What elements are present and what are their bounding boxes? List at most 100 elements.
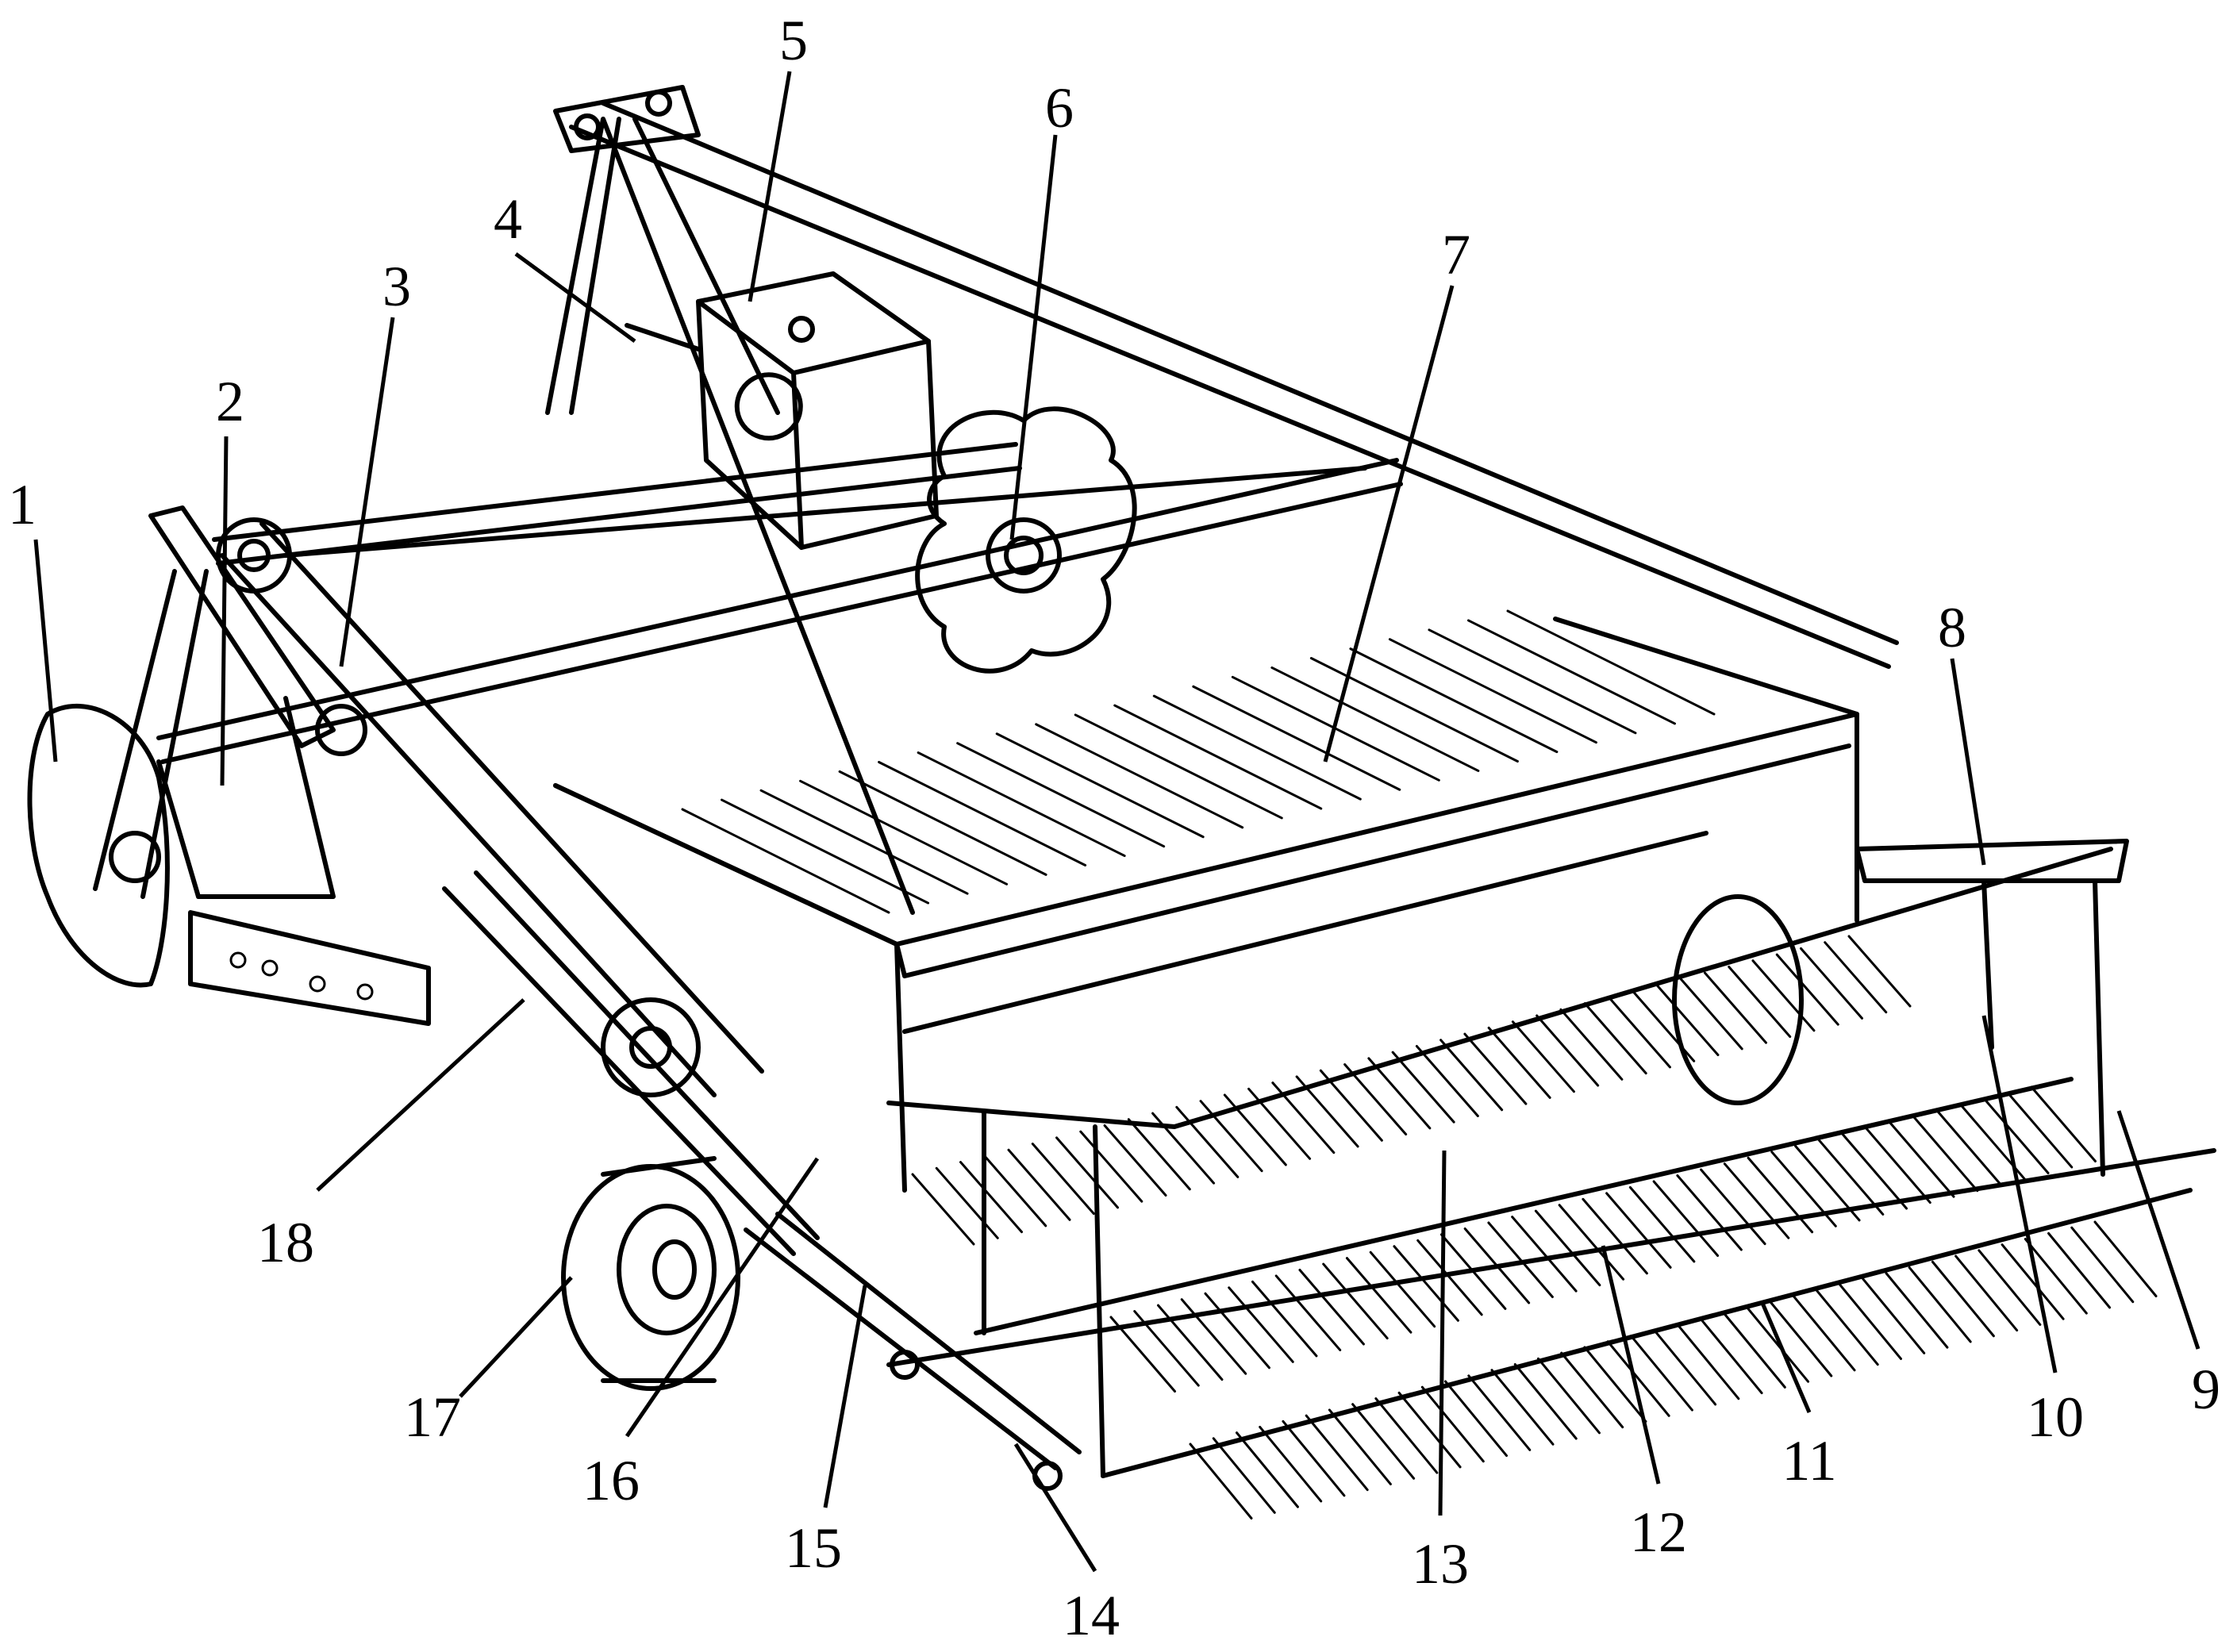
rake-tine	[1328, 1408, 1392, 1485]
rake-tine	[2047, 1231, 2112, 1309]
rake-tine	[2070, 1226, 2135, 1304]
rake-tine	[2006, 1091, 2074, 1169]
rake-tine	[1420, 1385, 1485, 1463]
rake-tine	[1415, 1044, 1479, 1117]
rake-tine	[1463, 1227, 1531, 1304]
machine-drawing	[27, 85, 2216, 1519]
callout-11: 11	[1782, 1429, 1836, 1493]
callout-16: 16	[582, 1449, 640, 1512]
rake-tine	[2093, 1220, 2158, 1297]
rake-tine	[1439, 1233, 1507, 1310]
rake-tine	[1274, 1274, 1342, 1351]
rake-tine	[1180, 1298, 1247, 1375]
grate-bar	[1074, 713, 1283, 820]
callout-15: 15	[785, 1516, 842, 1580]
rake-tine	[1212, 1437, 1276, 1514]
rake-tine	[1369, 1251, 1436, 1328]
rake-tine	[1912, 1115, 1979, 1193]
rake-tine	[1467, 1374, 1532, 1451]
rake-tine	[1397, 1391, 1462, 1469]
sprocket	[915, 406, 1137, 674]
rake-tine	[1838, 1283, 1902, 1360]
rake-tine	[1374, 1397, 1439, 1474]
grate-bar	[1192, 685, 1401, 791]
rake-tine	[1679, 978, 1743, 1051]
rake-tines	[911, 935, 2158, 1519]
rake-tine	[1559, 1008, 1624, 1081]
rake-tine	[1127, 1118, 1191, 1191]
rake-tine	[1824, 941, 1888, 1014]
rake-tine	[1259, 1425, 1323, 1503]
callout-12: 12	[1630, 1500, 1687, 1564]
hitch-frame	[545, 85, 1899, 915]
grate-bar	[956, 742, 1166, 848]
rake-tine	[1983, 1097, 2050, 1174]
rake-tine	[1794, 1144, 1861, 1222]
rake-tine	[1536, 1357, 1601, 1435]
grate-bar	[1349, 647, 1559, 754]
rake-tine	[1792, 1294, 1856, 1372]
callout-7: 7	[1442, 223, 1470, 286]
rake-tine	[1490, 1369, 1555, 1446]
rake-tine	[1536, 1014, 1600, 1087]
rake-tine	[1223, 1093, 1287, 1166]
rake-tine	[1653, 1328, 1717, 1406]
rake-tine	[1513, 1362, 1578, 1440]
callout-10: 10	[2027, 1385, 2084, 1449]
rake-tine	[1175, 1105, 1240, 1178]
callout-9: 9	[2192, 1358, 2220, 1421]
rake-tine	[1295, 1075, 1359, 1148]
rake-tine	[1251, 1280, 1318, 1358]
rake-tine	[911, 1173, 975, 1246]
rake-tine	[1629, 1335, 1693, 1412]
rake-tine	[1199, 1100, 1263, 1173]
rake-tine	[1444, 1380, 1509, 1458]
rake-tine	[1889, 1121, 1955, 1198]
rake-tine	[1747, 1156, 1814, 1234]
grate-bar	[759, 789, 969, 895]
callout-labels: 1 2 3 4 5 6 7 8 9 10 11 12 13 14 15 16 1…	[8, 9, 2220, 1647]
rake-tine	[1228, 1286, 1294, 1363]
rake-tine	[1151, 1112, 1216, 1185]
rake-tine	[1628, 1185, 1696, 1263]
rake-tine	[1676, 1323, 1740, 1400]
rake-tine	[1583, 1346, 1647, 1423]
rake-tine	[935, 1166, 999, 1239]
grate-bar	[1309, 657, 1519, 763]
rake-frame	[886, 839, 2216, 1478]
front-bar	[744, 1212, 1082, 1491]
rake-tine	[1815, 1289, 1879, 1366]
rake-tine	[983, 1154, 1047, 1227]
rake-tine	[2030, 1085, 2097, 1162]
main-frame	[553, 617, 1859, 1193]
rake-tine	[1463, 1032, 1528, 1105]
rake-tine	[1391, 1051, 1455, 1124]
rake-tine	[1439, 1039, 1504, 1112]
left-gathering-disc	[27, 704, 170, 988]
grate-bar	[1113, 704, 1323, 810]
grate-bar	[995, 732, 1205, 839]
rake-tine	[1487, 1221, 1554, 1299]
callout-14: 14	[1063, 1584, 1120, 1647]
rake-tine	[1703, 971, 1767, 1044]
upper-grate	[681, 609, 1716, 914]
rake-tine	[1700, 1168, 1766, 1246]
rake-tine	[1847, 935, 1912, 1008]
rake-tine	[1676, 1174, 1743, 1251]
ground-wheel	[561, 1156, 740, 1391]
grate-bar	[1428, 628, 1637, 735]
rake-tine	[1652, 1180, 1720, 1257]
rake-tine	[1722, 1312, 1786, 1389]
grate-bar	[721, 798, 930, 905]
callout-1: 1	[8, 473, 37, 536]
rake-tine	[1885, 1272, 1949, 1349]
rake-tine	[1103, 1124, 1167, 1197]
callout-3: 3	[382, 255, 411, 318]
rake-tine	[1769, 1300, 1833, 1377]
callout-6: 6	[1045, 76, 1074, 140]
rake-tine	[1954, 1254, 2019, 1332]
rake-tine	[1343, 1063, 1408, 1136]
rake-tine	[1655, 984, 1720, 1057]
grate-bar	[799, 779, 1009, 886]
rake-tine	[1305, 1414, 1369, 1492]
